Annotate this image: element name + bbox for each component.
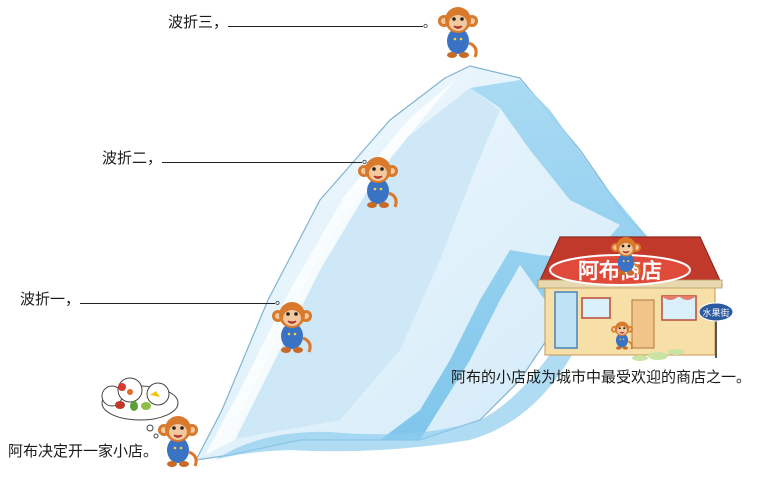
monkey-twist3 (436, 5, 480, 60)
start-caption: 阿布决定开一家小店。 (8, 442, 159, 460)
twist2-text: 波折二， (102, 149, 163, 167)
thought-bubble (101, 377, 179, 439)
twist1-text: 波折一， (20, 290, 81, 308)
twist2-blank[interactable] (162, 148, 363, 163)
twist1-blank[interactable] (80, 289, 276, 304)
street-sign (698, 302, 734, 358)
twist2-period: 。 (362, 152, 376, 167)
mountain-base (215, 340, 580, 460)
twist3-label: 波折三， 。 (168, 12, 436, 33)
twist3-period: 。 (423, 16, 437, 31)
end-caption: 阿布的小店成为城市中最受欢迎的商店之一。 (451, 368, 752, 386)
twist2-label: 波折二， 。 (102, 148, 375, 169)
twist3-blank[interactable] (228, 12, 424, 27)
monkey-start (156, 414, 200, 469)
twist1-period: 。 (275, 293, 289, 308)
twist1-label: 波折一， 。 (20, 289, 288, 310)
twist3-text: 波折三， (168, 13, 229, 31)
mountain-shadow-ridge (380, 80, 650, 440)
shop-building (537, 236, 723, 361)
street-sign-label: 水果街 (702, 307, 729, 319)
mountain-highlight (205, 80, 455, 455)
